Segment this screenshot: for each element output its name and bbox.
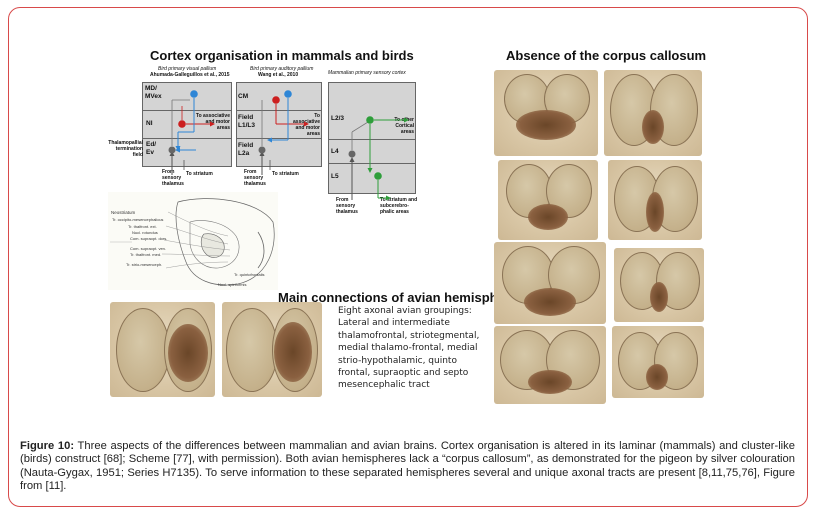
sketch-label-10: Nucl. spiriformis <box>218 282 247 287</box>
sketch-label-9: Tr. quintofrontalis <box>234 272 265 277</box>
callosum-heading: Absence of the corpus callosum <box>506 48 707 63</box>
grouping-line-5: strio-hypothalamic, quinto <box>338 355 457 366</box>
grouping-line-7: mesencephalic tract <box>338 380 430 391</box>
layer-cm: CM <box>238 93 249 100</box>
grouping-line-6: frontal, supraoptic and septo <box>338 368 469 379</box>
sketch-label-2: Tr. occipito-mesencephalicus <box>112 217 164 222</box>
bird-auditory-source: Wang et al., 2010 <box>258 72 299 78</box>
grouping-line-2: Lateral and intermediate <box>338 318 450 329</box>
to-subcerebral: To striatum and subcerebro-phalic areas <box>380 197 418 215</box>
layer-ed-ev: Ed/ Ev <box>146 141 157 156</box>
mammal-circuit <box>348 116 409 201</box>
sketch-label-5: Com. supraopt. dors. <box>130 236 168 241</box>
to-striatum-2: To striatum <box>272 171 299 177</box>
caption-label: Figure 10: <box>20 440 75 452</box>
grouping-line-1: Eight axonal avian groupings: <box>338 306 472 316</box>
cortex-heading: Cortex organisation in mammals and birds <box>150 48 414 63</box>
section-photo-r2c2 <box>608 160 702 240</box>
section-photo-r1c1 <box>494 70 598 156</box>
layer-ni: NI <box>146 120 153 127</box>
avian-brain-sketch: Neostriatum Tr. occipito-mesencephalicus… <box>108 192 278 290</box>
layer-field-l1: Field L1/L3 <box>238 114 255 129</box>
sketch-label-7: Tr. thalfront. med. <box>130 252 162 257</box>
grouping-line-4: medial thalamo-frontal, medial <box>338 343 478 354</box>
bird-auditory-circuit <box>258 90 309 175</box>
section-photo-r2c1 <box>498 160 598 240</box>
from-thalamus-3: From sensory thalamus <box>336 197 358 215</box>
layer-l4: L4 <box>331 148 339 155</box>
to-striatum-1: To striatum <box>186 171 213 177</box>
layer-l23: L2/3 <box>331 115 345 122</box>
connections-heading: Main connections of avian hemispheres <box>278 290 525 305</box>
sketch-label-8: Tr. strio-mesenceph. <box>126 262 163 267</box>
brain-photo-bottom-left-2 <box>222 302 322 397</box>
section-photo-r3c2 <box>614 248 704 322</box>
section-photo-r1c2 <box>604 70 702 156</box>
sketch-label-1: Neostriatum <box>111 210 136 215</box>
bird-auditory-title: Bird primary auditory pallium <box>250 66 314 72</box>
layer-l5: L5 <box>331 173 339 180</box>
section-photo-r3c1 <box>494 242 606 324</box>
section-photo-r4c1 <box>494 326 606 404</box>
layer-md-mvex: MD/ MVex <box>145 85 162 100</box>
mammal-panel <box>328 82 416 194</box>
from-thalamus-1: From sensory thalamus <box>162 169 184 187</box>
layer-field-l2a: Field L2a <box>238 142 254 157</box>
caption-text: Three aspects of the differences between… <box>20 440 795 493</box>
sketch-label-3: Tr. thalfront. ext. <box>128 224 157 229</box>
bird-visual-panel <box>142 82 232 167</box>
sketch-drawing <box>110 198 275 286</box>
groupings-text: Eight axonal avian groupings: Lateral an… <box>338 305 498 392</box>
grouping-line-3: thalamofrontal, striotegmental, <box>338 330 480 341</box>
mammal-title: Mammalian primary sensory cortex <box>328 70 406 76</box>
sketch-label-6: Com. supraopt. ven. <box>130 246 167 251</box>
to-assoc-1: To associative and motor areas <box>195 113 230 131</box>
bird-visual-source: Ahumada-Galleguillos et al., 2015 <box>150 72 230 78</box>
from-thalamus-2: From sensory thalamus <box>244 169 266 187</box>
sketch-label-4: Nucl. rotundus <box>132 230 158 235</box>
bird-visual-circuit <box>168 90 215 175</box>
figure-frame <box>8 7 808 507</box>
section-photo-r4c2 <box>612 326 704 398</box>
figure-caption: Figure 10: Three aspects of the differen… <box>20 440 795 494</box>
bird-visual-title: Bird primary visual pallium <box>158 66 217 72</box>
brain-photo-bottom-left-1 <box>110 302 215 397</box>
thalamopallial-label: Thalamopallial termination field <box>108 140 143 158</box>
